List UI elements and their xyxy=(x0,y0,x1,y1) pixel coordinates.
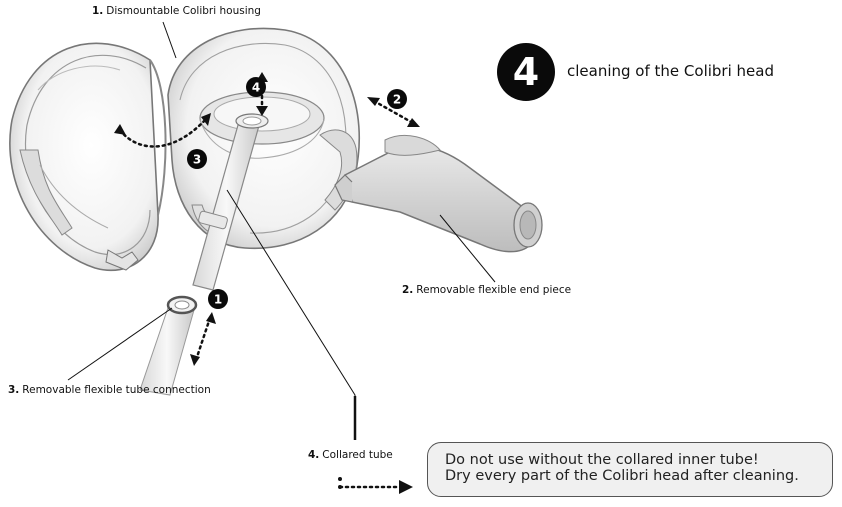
warning-line-2: Dry every part of the Colibri head after… xyxy=(445,468,799,484)
collared-tube xyxy=(192,113,269,291)
flexible-tube-connection xyxy=(139,295,198,396)
warning-line-1: Do not use without the collared inner tu… xyxy=(445,452,759,468)
marker-1: 1 xyxy=(208,289,228,309)
label-flexible-tube-connection: 3.Removable flexible tube connection xyxy=(8,384,211,396)
marker-3: 3 xyxy=(187,149,207,169)
flexible-end-piece xyxy=(334,134,543,253)
arrow-heads xyxy=(114,72,420,494)
svg-text:1: 1 xyxy=(214,293,222,307)
svg-text:3: 3 xyxy=(193,153,201,167)
marker-4: 4 xyxy=(246,77,266,97)
left-housing-half xyxy=(9,42,167,272)
svg-text:4: 4 xyxy=(252,81,260,95)
label-flexible-end-piece: 2.Removable flexible end piece xyxy=(402,284,572,296)
label-collared-tube: 4.Collared tube xyxy=(308,449,393,461)
step-title: cleaning of the Colibri head xyxy=(567,62,774,80)
svg-text:2: 2 xyxy=(393,93,401,107)
right-housing-half xyxy=(167,27,361,250)
label-dismountable-housing: 1.Dismountable Colibri housing xyxy=(92,5,261,17)
warning-box: Do not use without the collared inner tu… xyxy=(427,442,833,497)
marker-2: 2 xyxy=(387,89,407,109)
step-number-badge: 4 xyxy=(497,43,555,101)
